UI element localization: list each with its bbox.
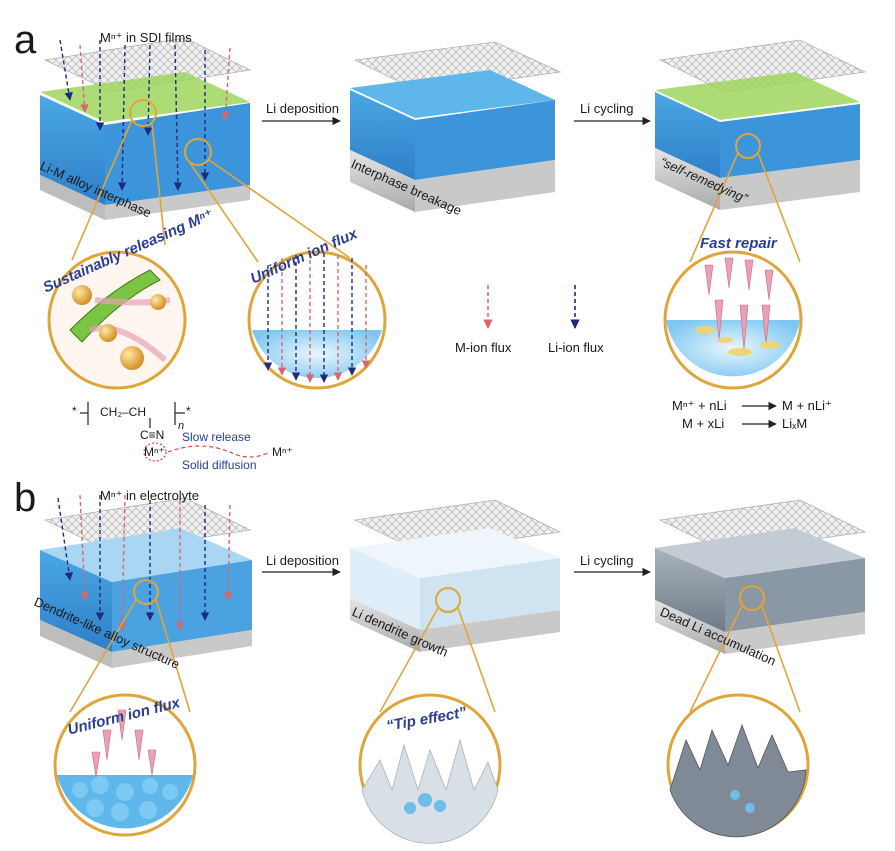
zoom-lines-b1 [69, 599, 191, 713]
solid-diffusion-label: Solid diffusion [182, 458, 257, 472]
eq1-left: Mⁿ⁺ + nLi [672, 398, 727, 413]
magnifier-ring [129, 99, 157, 127]
panel-letter-a: a [14, 18, 37, 62]
polymer-nitrile: C≡N [140, 428, 165, 442]
fast-repair-title: Fast repair [700, 235, 777, 252]
block-b2 [350, 499, 562, 652]
magnifier-ring [133, 579, 159, 605]
magnifier-ring [739, 585, 765, 611]
zoom-circle-b2 [358, 693, 502, 844]
li-cycling-b-label: Li cycling [580, 553, 634, 568]
eq2-right: LiₓM [782, 416, 808, 431]
zoom-circle-b1 [53, 693, 197, 837]
magnifier-ring [735, 133, 761, 159]
polymer-ion-right: Mⁿ⁺ [272, 445, 293, 459]
li-deposition-a-label: Li deposition [266, 101, 339, 116]
legend-li-flux-label: Li-ion flux [548, 340, 604, 355]
block-a3 [655, 39, 867, 210]
polymer-structure [80, 402, 271, 462]
zoom-circle-polymer [47, 250, 187, 390]
block-b3 [655, 499, 867, 654]
magnifier-ring [184, 138, 212, 166]
polymer-star-left: * [72, 404, 77, 418]
block-a2 [350, 41, 562, 212]
panel-letter-b: b [14, 476, 37, 520]
legend-m-flux-label: M-ion flux [455, 340, 512, 355]
ion-flux-arrows-a1 [59, 39, 231, 191]
zoom-lines-b3 [689, 605, 801, 713]
slow-release-label: Slow release [182, 430, 251, 444]
sdi-films-label: Mⁿ⁺ in SDI films [100, 30, 192, 45]
li-cycling-a-label: Li cycling [580, 101, 634, 116]
electrolyte-label: Mⁿ⁺ in electrolyte [100, 488, 200, 503]
eq1-right: M + nLi⁺ [782, 398, 832, 413]
zoom-circle-fast-repair [663, 250, 803, 390]
zoom-lines-a3 [689, 152, 801, 263]
eq2-left: M + xLi [682, 416, 725, 431]
zoom-circle-b3 [666, 693, 810, 838]
zoom-lines-a1 [71, 119, 351, 263]
block-a1 [40, 37, 251, 220]
li-deposition-b-label: Li deposition [266, 553, 339, 568]
magnifier-ring [435, 587, 461, 613]
zoom-lines-b2 [379, 607, 496, 713]
polymer-backbone: CH₂–CH [100, 405, 146, 419]
ion-flux-arrows-b1 [57, 494, 233, 631]
polymer-star-right: * [186, 404, 191, 418]
zoom-circle-uniform-flux [247, 250, 387, 390]
block-b1 [40, 497, 252, 668]
polymer-ion-left: Mⁿ⁺ [144, 445, 165, 459]
polymer-n: n [178, 420, 185, 432]
